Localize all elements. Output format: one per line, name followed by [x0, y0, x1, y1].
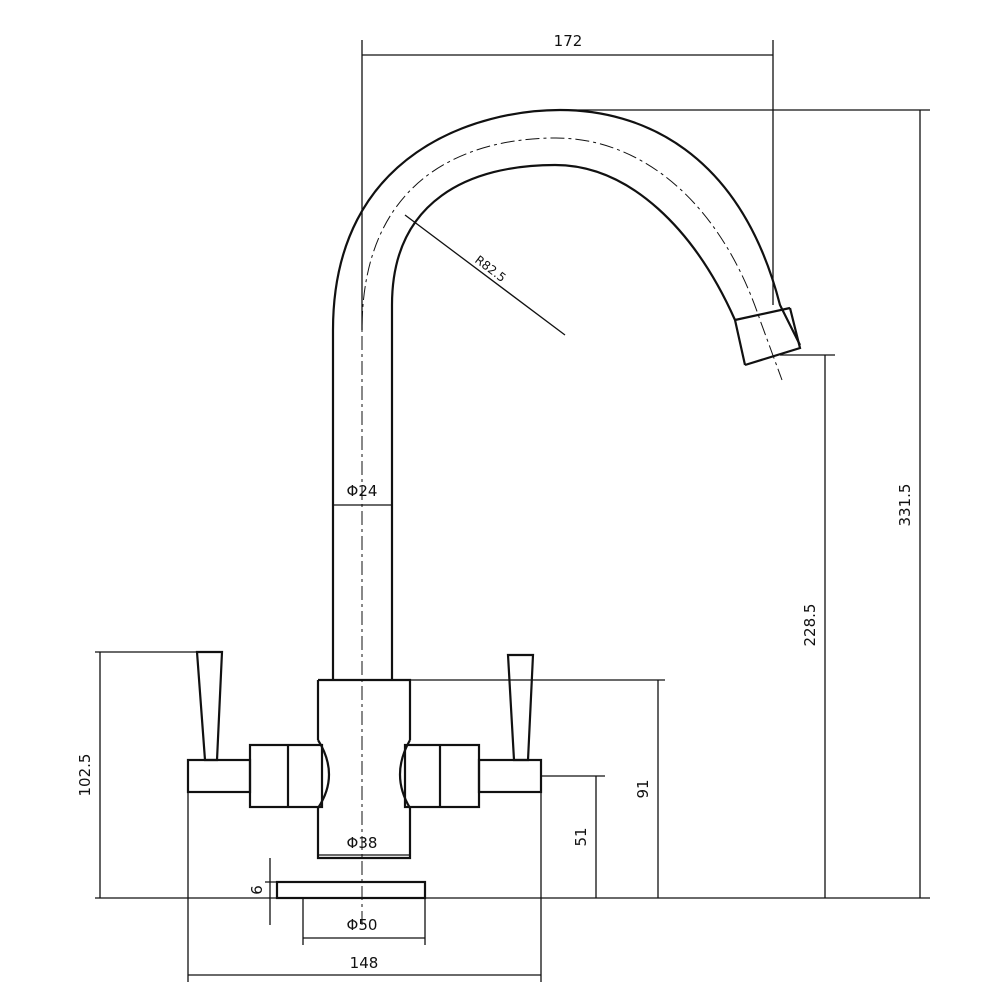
- right-lever-cap: [477, 758, 543, 794]
- dim-body-diameter: Φ38: [347, 834, 378, 852]
- spout-centerline: [361, 137, 783, 925]
- dim-base-thickness: 6: [248, 885, 266, 895]
- base-plate: [275, 880, 427, 900]
- left-valve-curve: [317, 739, 330, 809]
- right-lever-handle: [506, 653, 535, 762]
- dim-total-height: 331.5: [896, 484, 914, 527]
- central-body: [316, 678, 412, 860]
- dim-handle-height: 102.5: [76, 754, 94, 797]
- dim-body-height: 91: [634, 779, 652, 798]
- left-lever-handle: [195, 650, 224, 762]
- left-valve-housing: [248, 743, 324, 809]
- dim-lever-axis-height: 51: [572, 827, 590, 846]
- center-lines: [361, 137, 783, 925]
- dim-spout-reach: 172: [554, 32, 583, 50]
- spout-tip: [734, 306, 802, 367]
- dimension-labels: 172 331.5 228.5 102.5 91 51 6 Φ24 Φ38 Φ5…: [76, 32, 914, 972]
- right-valve-housing: [403, 743, 481, 809]
- dim-base-diameter: Φ50: [347, 916, 378, 934]
- left-lever-cap: [186, 758, 252, 794]
- dim-spout-diameter: Φ24: [347, 482, 378, 500]
- dim-overall-width: 148: [350, 954, 379, 972]
- right-valve-curve: [399, 739, 411, 809]
- spout-inner-edge: [390, 163, 747, 680]
- faucet-outline: [186, 108, 802, 900]
- dimension-lines: [95, 40, 930, 982]
- dim-spout-outlet-height: 228.5: [801, 604, 819, 647]
- spout-outer-edge: [331, 108, 801, 680]
